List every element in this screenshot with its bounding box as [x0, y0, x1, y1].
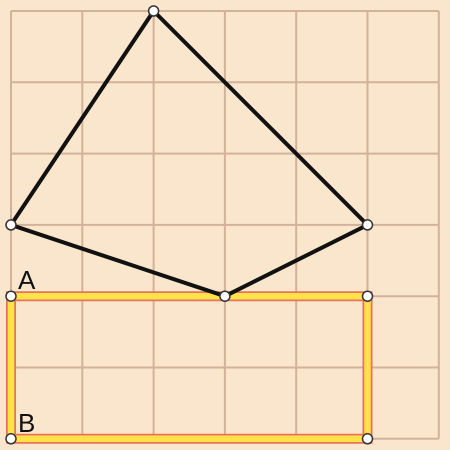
label-b: B: [18, 408, 35, 438]
vertex-point-a[interactable]: [5, 290, 17, 302]
vertex-point-right[interactable]: [361, 219, 374, 231]
vertex-points: [5, 5, 374, 445]
vertex-point-bottom-mid[interactable]: [219, 290, 231, 302]
vertex-point-bottom-right[interactable]: [361, 433, 374, 445]
vertex-point-top-right[interactable]: [361, 290, 374, 302]
vertex-point-b[interactable]: [5, 433, 17, 445]
point-labels: AB: [18, 265, 36, 438]
vertex-point-left[interactable]: [5, 219, 17, 231]
label-a: A: [18, 265, 36, 295]
vertex-point-top[interactable]: [147, 5, 160, 17]
